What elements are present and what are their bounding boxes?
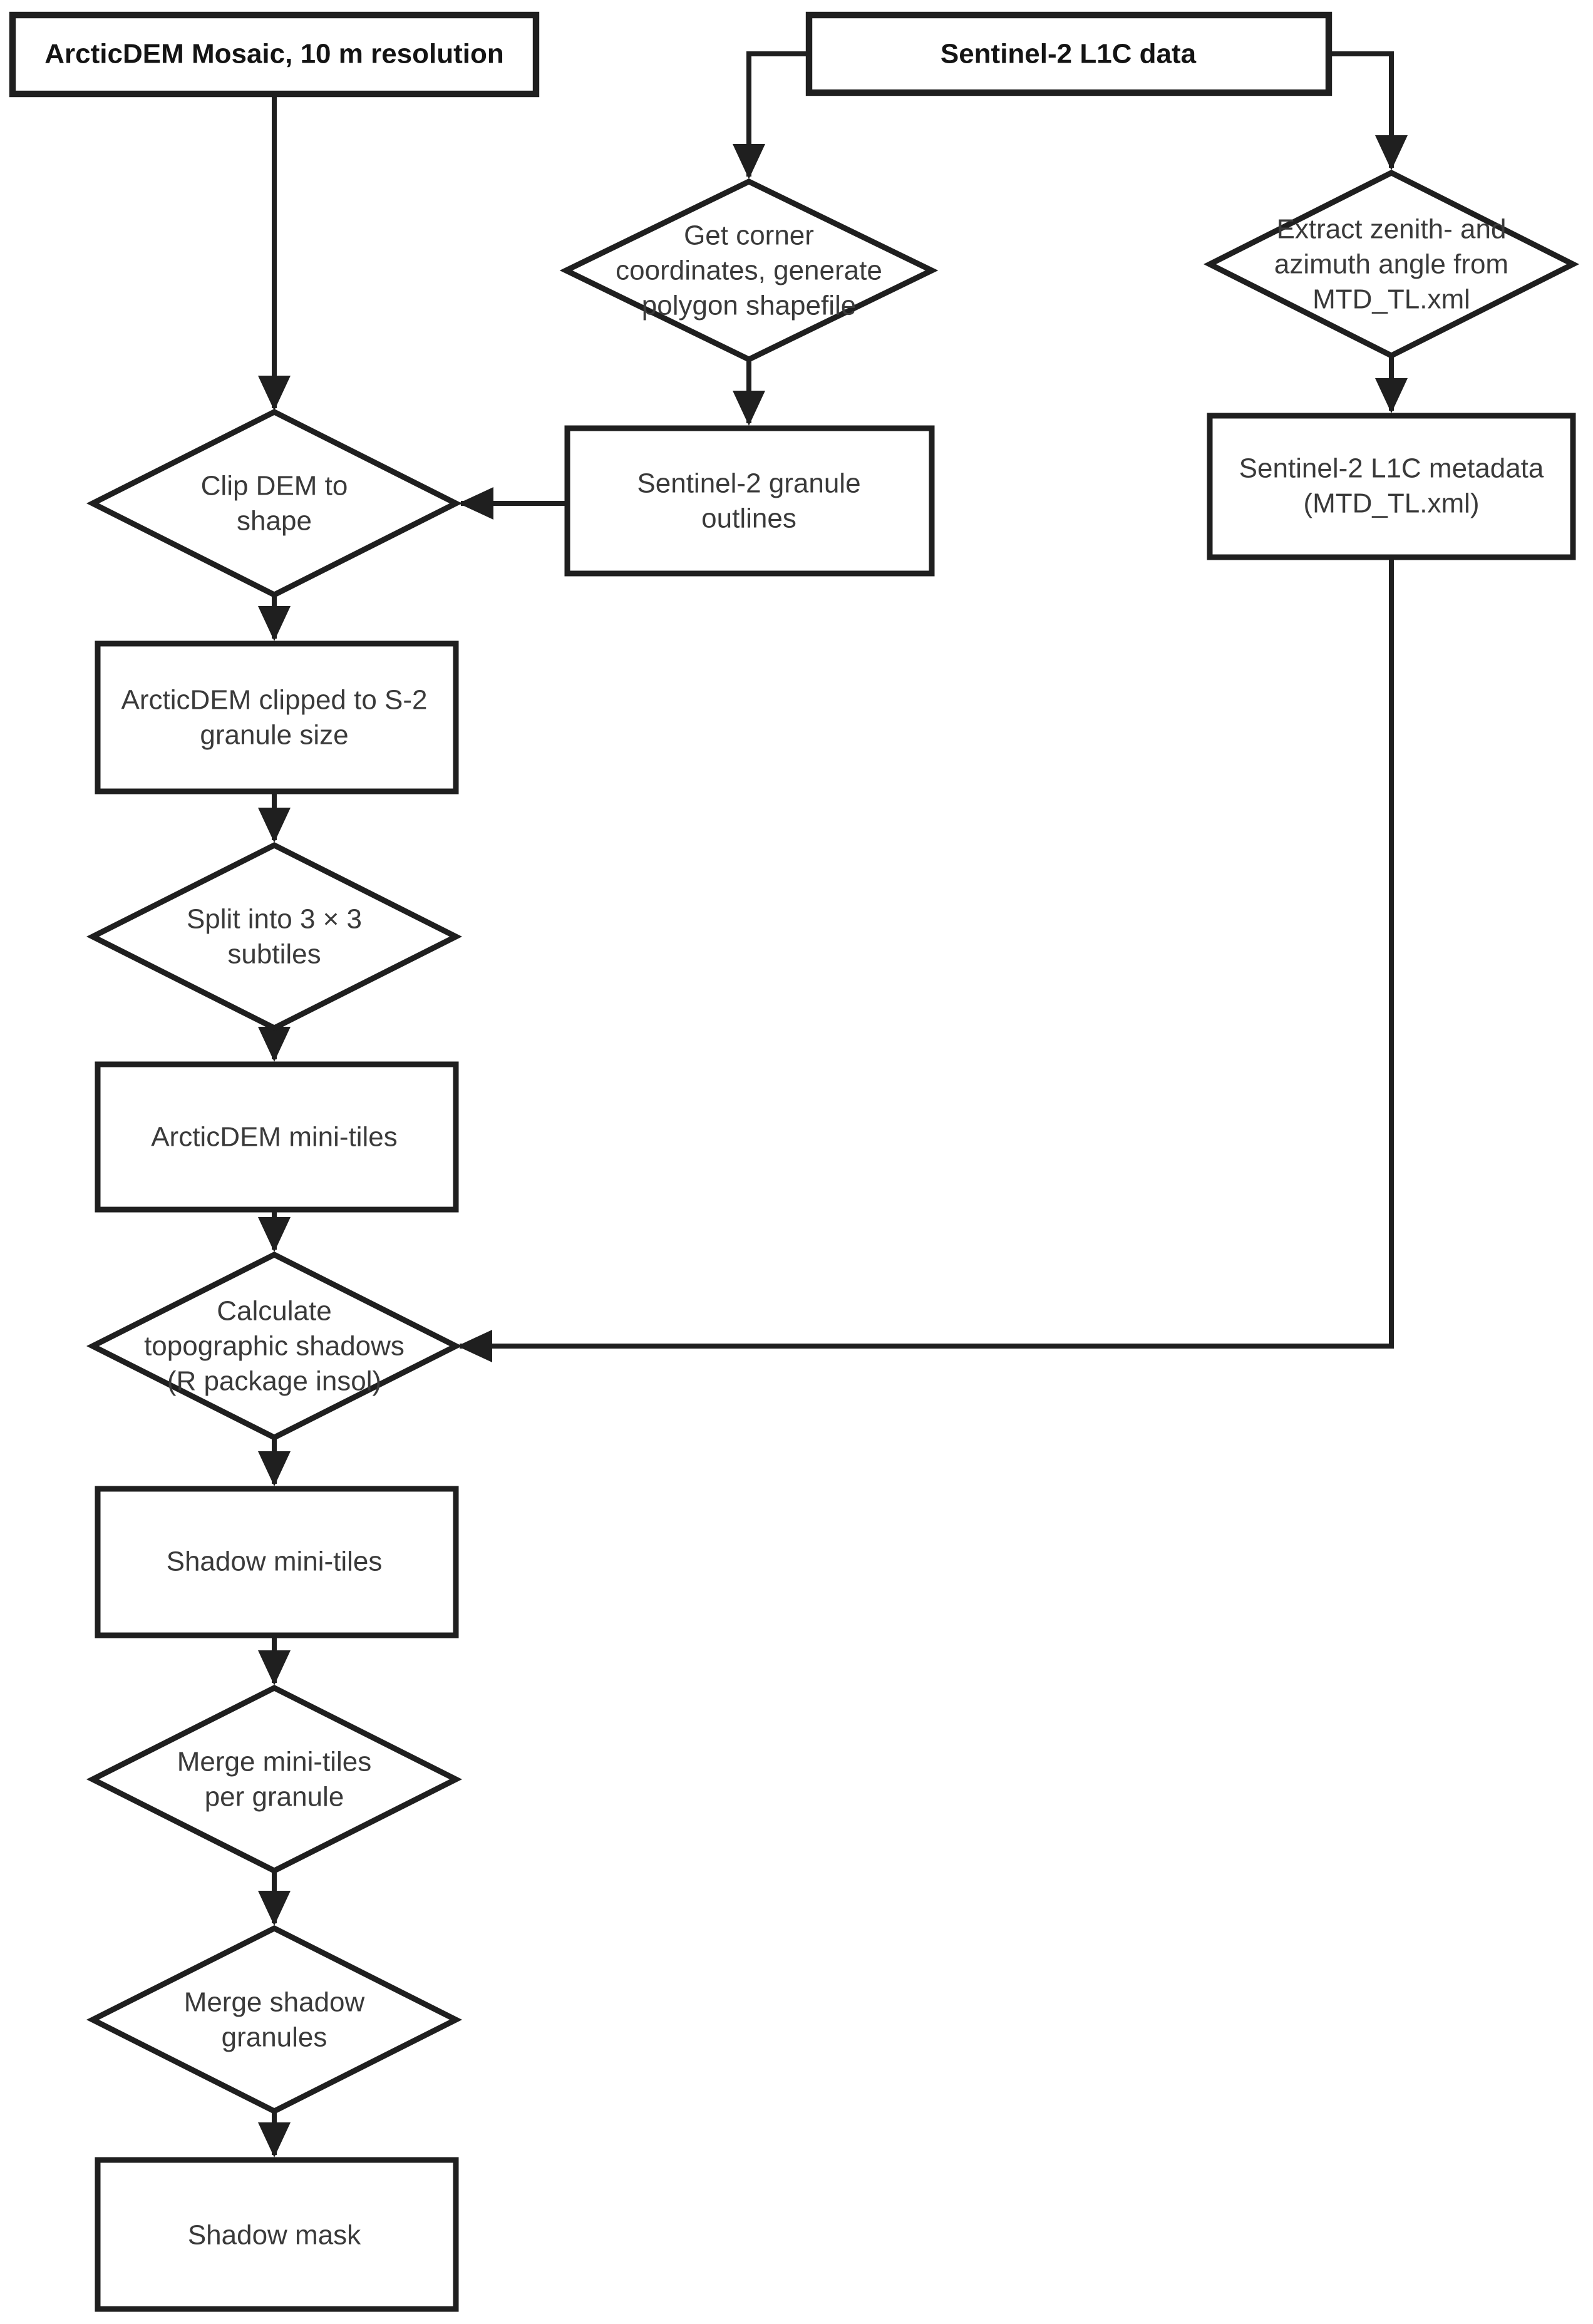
node-clip-dem-shape — [86, 408, 463, 599]
node-extract-angles-shape — [1203, 169, 1580, 359]
node-merge-granules-label-line2: granules — [222, 2022, 327, 2053]
node-calc-shadows: Calculate topographic shadows (R package… — [86, 1251, 463, 1441]
node-sentinel2-l1c-label: Sentinel-2 L1C data — [941, 39, 1197, 69]
node-arcticdem-mosaic: ArcticDEM Mosaic, 10 m resolution — [9, 11, 540, 98]
node-sentinel2-l1c-shape — [805, 11, 1333, 96]
node-sentinel2-l1c: Sentinel-2 L1C data — [805, 11, 1333, 96]
node-get-corner-label-line3: polygon shapefile — [642, 290, 856, 321]
node-split-subtiles-label-line1: Split into 3 × 3 — [187, 904, 362, 935]
node-dem-clipped-label-line2: granule size — [200, 720, 348, 751]
node-split-subtiles: Split into 3 × 3 subtiles — [86, 841, 463, 1032]
node-granule-outlines-shape — [564, 425, 935, 577]
node-arcticdem-mosaic-shape — [9, 11, 540, 98]
node-shadow-minitiles-label: Shadow mini-tiles — [167, 1546, 383, 1577]
node-shadow-mask-shape — [95, 2157, 459, 2312]
node-l1c-metadata-label-line1: Sentinel-2 L1C metadata — [1239, 453, 1544, 484]
node-arcticdem-mosaic-label: ArcticDEM Mosaic, 10 m resolution — [44, 39, 504, 69]
node-dem-minitiles-shape — [95, 1061, 459, 1213]
node-get-corner: Get corner coordinates, generate polygon… — [559, 178, 939, 363]
node-dem-minitiles-label: ArcticDEM mini-tiles — [151, 1122, 398, 1153]
connector-sentinel2-to-getcorner — [733, 51, 809, 179]
node-merge-granules-shape — [86, 1925, 463, 2115]
node-dem-clipped: ArcticDEM clipped to S-2 granule size — [95, 640, 459, 794]
node-shadow-minitiles: Shadow mini-tiles — [95, 1486, 459, 1638]
connector-sentinel2-to-extract — [1329, 51, 1408, 170]
node-granule-outlines: Sentinel-2 granule outlines — [564, 425, 935, 577]
node-get-corner-shape — [559, 178, 939, 363]
node-dem-clipped-shape — [95, 640, 459, 794]
node-split-subtiles-shape — [86, 841, 463, 1032]
node-calc-shadows-label-line3: (R package insol) — [167, 1366, 381, 1397]
node-extract-angles-label-line1: Extract zenith- and — [1277, 214, 1507, 245]
node-l1c-metadata-label-line2: (MTD_TL.xml) — [1303, 488, 1479, 519]
node-extract-angles-label-line2: azimuth angle from — [1274, 249, 1508, 280]
node-dem-clipped-label-line1: ArcticDEM clipped to S-2 — [121, 685, 427, 716]
node-split-subtiles-label-line2: subtiles — [227, 939, 321, 970]
node-extract-angles: Extract zenith- and azimuth angle from M… — [1203, 169, 1580, 359]
node-extract-angles-label-line3: MTD_TL.xml — [1312, 284, 1470, 315]
node-merge-minitiles: Merge mini-tiles per granule — [86, 1684, 463, 1874]
node-clip-dem: Clip DEM to shape — [86, 408, 463, 599]
node-calc-shadows-shape — [86, 1251, 463, 1441]
node-l1c-metadata: Sentinel-2 L1C metadata (MTD_TL.xml) — [1207, 413, 1576, 560]
node-dem-minitiles: ArcticDEM mini-tiles — [95, 1061, 459, 1213]
node-merge-minitiles-label-line2: per granule — [205, 1782, 344, 1812]
node-calc-shadows-label-line2: topographic shadows — [144, 1331, 405, 1362]
node-granule-outlines-label-line1: Sentinel-2 granule — [637, 468, 860, 499]
node-get-corner-label-line2: coordinates, generate — [616, 255, 882, 286]
connector-metadata-to-calc — [457, 557, 1394, 1362]
node-merge-granules: Merge shadow granules — [86, 1925, 463, 2115]
node-shadow-mask: Shadow mask — [95, 2157, 459, 2312]
node-merge-minitiles-label-line1: Merge mini-tiles — [177, 1747, 372, 1777]
node-clip-dem-label-line1: Clip DEM to — [201, 471, 348, 501]
node-merge-granules-label-line1: Merge shadow — [184, 1987, 365, 2018]
node-merge-minitiles-shape — [86, 1684, 463, 1874]
node-granule-outlines-label-line2: outlines — [701, 503, 796, 534]
node-get-corner-label-line1: Get corner — [684, 220, 814, 251]
node-shadow-minitiles-shape — [95, 1486, 459, 1638]
node-l1c-metadata-shape — [1207, 413, 1576, 560]
node-calc-shadows-label-line1: Calculate — [217, 1296, 331, 1327]
node-clip-dem-label-line2: shape — [237, 506, 312, 537]
node-shadow-mask-label: Shadow mask — [188, 2220, 361, 2251]
